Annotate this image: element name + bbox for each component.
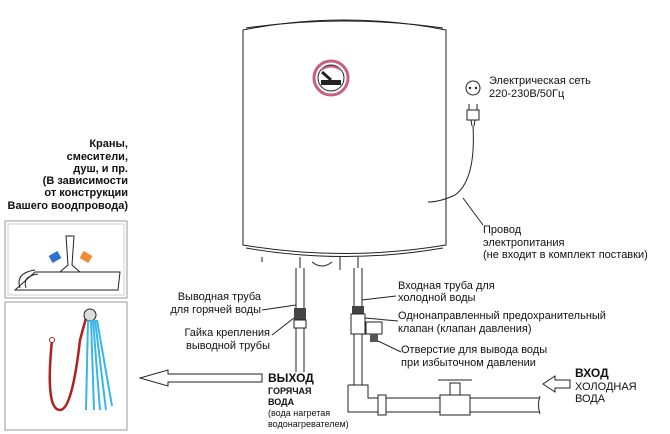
shower-illustration xyxy=(4,301,128,431)
power-cord-label: Провод xyxy=(483,224,522,236)
thermometer-logo xyxy=(312,59,350,97)
power-cord-label: электропитания xyxy=(483,237,564,249)
power-supply-label: 220-230В/50Гц xyxy=(489,88,565,100)
relief-hole-label: при избыточном давлении xyxy=(401,357,536,369)
cold-input-line: ВОДА xyxy=(575,393,606,405)
hot-water-arrow xyxy=(138,369,263,387)
fixtures-label-line: (В зависимости xyxy=(43,175,128,187)
fixtures-label-line: смесители, xyxy=(67,151,128,163)
hot-outlet-pipe xyxy=(293,268,307,372)
power-plug-icon xyxy=(466,104,480,127)
power-cord xyxy=(427,125,474,203)
check-valve-label: клапан (клапан давления) xyxy=(398,323,532,335)
fixtures-label-line: душ, и пр. xyxy=(73,163,128,175)
hot-output-line: ВОДА xyxy=(268,397,295,407)
hot-output-note: водонагревателем) xyxy=(268,419,349,429)
check-valve-label: Однонаправленный предохранительный xyxy=(398,310,606,322)
hot-output-title: ВЫХОД xyxy=(268,371,314,385)
outlet-nut-label: Гайка крепления xyxy=(184,327,270,339)
relief-hole-label: Отверстие для вывода воды xyxy=(401,344,547,356)
fixtures-label-line: Вашего воодпровода) xyxy=(8,200,129,212)
fixtures-label-line: Краны, xyxy=(89,138,128,150)
hot-output-line: ГОРЯЧАЯ xyxy=(268,386,312,396)
fixtures-label-line: от конструкции xyxy=(44,187,128,199)
outlet-nut-label: выводной трубы xyxy=(186,340,270,352)
cold-inlet-pipe-label: Входная труба для xyxy=(398,280,495,292)
power-cord-label: (не входит в комплект поставки) xyxy=(483,249,648,261)
cold-inlet-pipe-label: холодной воды xyxy=(398,292,475,304)
fixtures-label: Краны, смесители, душ, и пр. (В зависимо… xyxy=(8,138,129,212)
hot-output-note: (вода нагретая xyxy=(268,408,330,418)
power-supply-label: Электрическая сеть xyxy=(489,75,591,87)
cold-inlet-pipe xyxy=(347,268,541,416)
water-heater-tank xyxy=(242,19,447,270)
cold-input-title: ВХОД xyxy=(575,366,609,380)
faucet-illustration xyxy=(4,220,128,299)
power-socket-icon xyxy=(465,80,481,96)
hot-outlet-pipe-label: Выводная труба xyxy=(178,291,262,303)
cold-water-arrow xyxy=(542,375,571,393)
hot-outlet-pipe-label: для горячей воды xyxy=(170,304,261,316)
cold-input-line: ХОЛОДНАЯ xyxy=(575,381,637,393)
